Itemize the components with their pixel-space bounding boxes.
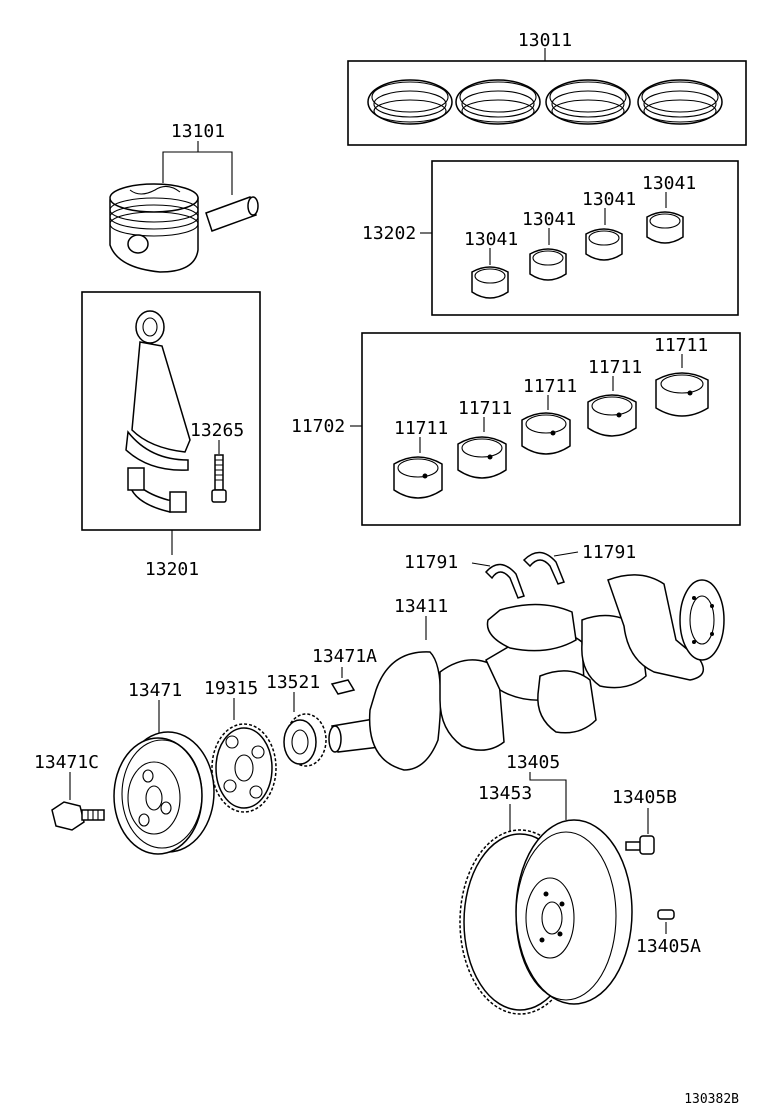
- crank-bearing-4: [587, 394, 637, 437]
- crank-bearing-1: [393, 456, 443, 499]
- timing-sprocket: [211, 723, 277, 813]
- pulley-bolt-group: 13471C: [34, 752, 105, 831]
- label-13405[interactable]: 13405: [506, 752, 560, 773]
- label-11711-2[interactable]: 11711: [458, 398, 512, 419]
- conn-rod-group: 13201 13265: [81, 291, 261, 580]
- crank-bearing-set-box: [361, 332, 741, 526]
- thrust-washer-2: [522, 551, 565, 585]
- piston-ring-set-group: 13011: [347, 30, 747, 146]
- conn-rod-bearing-1: [471, 266, 509, 299]
- crank-bearing-set-group: 11702 11711 11711 11711 11711 1: [291, 332, 741, 526]
- conn-rod-bearing-2: [529, 248, 567, 281]
- flywheel-pin: [657, 909, 675, 920]
- label-13521[interactable]: 13521: [266, 672, 320, 693]
- timing-sprocket-group: 19315: [204, 678, 277, 813]
- crank-bearing-3: [521, 412, 571, 455]
- crank-timing-gear: [283, 713, 327, 767]
- crankshaft-group: 13411: [328, 574, 725, 771]
- piston-ring-set-box: [347, 60, 747, 146]
- crank-timing-gear-group: 13521: [266, 672, 327, 767]
- flywheel: [515, 819, 633, 1005]
- flywheel-group: 13405 13453: [459, 752, 633, 1015]
- conn-rod-bolt: [211, 454, 227, 503]
- label-13041-2[interactable]: 13041: [522, 209, 576, 230]
- label-11711-4[interactable]: 11711: [588, 357, 642, 378]
- label-11711-5[interactable]: 11711: [654, 335, 708, 356]
- label-13471[interactable]: 13471: [128, 680, 182, 701]
- piston-ring-4: [637, 79, 723, 125]
- conn-rod-bearing-set-group: 13202 13041 13041 13041 13041: [362, 160, 739, 316]
- flywheel-bolt-group: 13405B: [612, 787, 677, 855]
- piston-group: 13101: [109, 121, 259, 273]
- label-11702[interactable]: 11702: [291, 416, 345, 437]
- figure-code: 130382B: [684, 1092, 739, 1107]
- label-13201[interactable]: 13201: [145, 559, 199, 580]
- label-11791-2[interactable]: 11791: [582, 542, 636, 563]
- label-11711-3[interactable]: 11711: [523, 376, 577, 397]
- label-13405b[interactable]: 13405B: [612, 787, 677, 808]
- conn-rod-bearing-3: [585, 228, 623, 261]
- label-19315[interactable]: 19315: [204, 678, 258, 699]
- label-13471c[interactable]: 13471C: [34, 752, 99, 773]
- label-13453[interactable]: 13453: [478, 783, 532, 804]
- piston-ring-3: [545, 79, 631, 125]
- pulley-bolt: [51, 801, 105, 831]
- label-13202[interactable]: 13202: [362, 223, 416, 244]
- crank-key: [330, 679, 356, 695]
- piston-ring-1: [367, 79, 453, 125]
- piston-pin: [205, 196, 259, 232]
- flywheel-bolt: [625, 835, 655, 855]
- conn-rod: [125, 310, 191, 471]
- label-13011[interactable]: 13011: [518, 30, 572, 51]
- label-13041-3[interactable]: 13041: [582, 189, 636, 210]
- piston: [109, 183, 199, 273]
- conn-rod-box: [81, 291, 261, 531]
- label-11791-1[interactable]: 11791: [404, 552, 458, 573]
- label-13471a[interactable]: 13471A: [312, 646, 377, 667]
- label-11711-1[interactable]: 11711: [394, 418, 448, 439]
- crank-bearing-2: [457, 436, 507, 479]
- crank-pulley: [113, 731, 215, 855]
- conn-rod-bearing-set-box: [431, 160, 739, 316]
- label-13265[interactable]: 13265: [190, 420, 244, 441]
- conn-rod-cap: [127, 467, 187, 513]
- piston-ring-2: [455, 79, 541, 125]
- label-13411[interactable]: 13411: [394, 596, 448, 617]
- thrust-washer-group: 11791 11791: [404, 542, 636, 599]
- crank-pulley-group: 13471: [113, 680, 215, 855]
- flywheel-pin-group: 13405A: [636, 909, 701, 957]
- crankshaft: [328, 574, 725, 771]
- label-13405a[interactable]: 13405A: [636, 936, 701, 957]
- crank-key-group: 13471A: [312, 646, 377, 695]
- label-13041-1[interactable]: 13041: [464, 229, 518, 250]
- conn-rod-bearing-4: [646, 211, 684, 244]
- thrust-washer-1: [484, 563, 525, 599]
- label-13041-4[interactable]: 13041: [642, 173, 696, 194]
- label-13101[interactable]: 13101: [171, 121, 225, 142]
- crank-bearing-5: [655, 372, 709, 417]
